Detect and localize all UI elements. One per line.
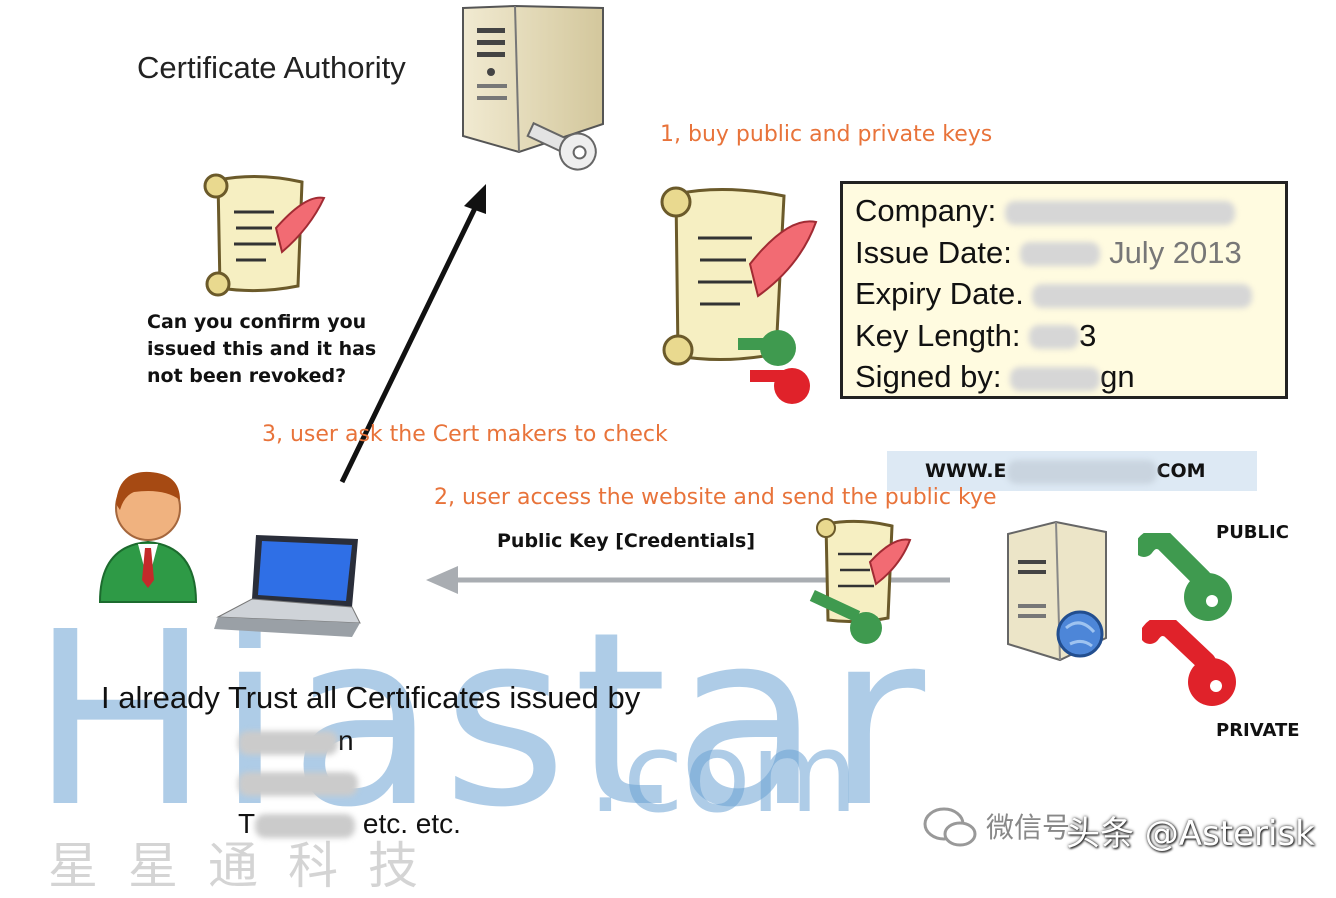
public-label: PUBLIC	[1216, 522, 1289, 543]
arrow-to-ca	[339, 184, 486, 484]
cert-signed-by-fragment: gn	[1100, 359, 1135, 394]
confirm-question-line-1: Can you confirm you	[147, 311, 367, 333]
cert-expiry-date-label: Expiry Date.	[855, 276, 1024, 311]
green-key-icon	[738, 330, 796, 366]
toutiao-watermark: 头条 @Asterisk	[1066, 814, 1315, 854]
redacted-domain	[1006, 459, 1157, 484]
certificate-details-box: Company: Issue Date: July 2013 Expiry Da…	[840, 181, 1288, 399]
redacted-expiry	[1032, 283, 1253, 308]
trusted-ca-item-2	[238, 766, 358, 798]
public-key-icon	[1138, 533, 1232, 621]
web-server-icon	[1007, 520, 1107, 662]
redacted-key-length	[1029, 325, 1080, 350]
confirm-question-line-2: issued this and it has	[147, 338, 377, 360]
trusted-ca-item-1-fragment: n	[338, 725, 354, 756]
cert-signed-by-label: Signed by:	[855, 359, 1002, 394]
ca-server-icon	[462, 4, 604, 171]
trusted-ca-item-3-fragment: T	[238, 808, 256, 839]
private-label: PRIVATE	[1216, 720, 1300, 741]
step-2-label: 2, user access the website and send the …	[434, 485, 997, 510]
trust-etc: etc. etc.	[362, 808, 461, 839]
redacted-issue-day	[1020, 242, 1101, 267]
watermark-hiastar: Hiastar	[30, 580, 932, 860]
private-key-icon	[1142, 620, 1236, 706]
redacted-company	[1004, 200, 1235, 225]
step-1-label: 1, buy public and private keys	[660, 122, 993, 147]
redacted-signer	[1010, 366, 1101, 391]
wechat-label: 微信号	[986, 812, 1071, 843]
red-key-icon	[750, 368, 810, 404]
laptop-icon	[214, 535, 361, 637]
globe-icon	[1056, 610, 1104, 658]
redacted-ca-2	[238, 771, 358, 796]
public-key-credentials-label: Public Key [Credentials]	[497, 530, 756, 552]
certificate-scroll-icon	[203, 173, 326, 297]
cert-issue-date-label: Issue Date:	[855, 234, 1012, 270]
cert-key-length-fragment: 3	[1079, 317, 1097, 353]
cert-company-row: Company:	[855, 190, 1285, 232]
cert-issue-date-row: Issue Date: July 2013	[855, 232, 1285, 274]
watermark-com: .com	[588, 709, 858, 837]
cert-issue-date-fragment: July 2013	[1109, 234, 1242, 270]
redacted-ca-1	[238, 730, 338, 755]
confirm-question-line-3: not been revoked?	[147, 365, 347, 387]
url-prefix: WWW.E	[925, 460, 1007, 482]
user-avatar-icon	[98, 471, 198, 603]
certificate-authority-title: Certificate Authority	[137, 50, 406, 85]
trusted-ca-item-1: n	[238, 725, 354, 757]
step-3-label: 3, user ask the Cert makers to check	[262, 422, 668, 447]
confirm-question: Can you confirm you issued this and it h…	[147, 309, 376, 390]
signed-certificate-scroll-icon	[660, 186, 818, 404]
redacted-ca-3	[255, 813, 356, 838]
wechat-icon	[923, 807, 977, 847]
website-url-bar: WWW.E COM	[887, 451, 1257, 491]
cert-signed-by-row: Signed by: gn	[855, 356, 1285, 398]
cert-key-length-label: Key Length:	[855, 317, 1021, 353]
cert-company-label: Company:	[855, 193, 997, 228]
watermark-chinese: 星星通科技	[48, 837, 448, 895]
cert-key-length-row: Key Length: 3	[855, 315, 1285, 357]
trusted-ca-item-3: T etc. etc.	[238, 808, 461, 840]
public-key-certificate-icon	[809, 518, 912, 644]
cert-expiry-date-row: Expiry Date.	[855, 273, 1285, 315]
trust-statement: I already Trust all Certificates issued …	[101, 680, 641, 715]
url-suffix: COM	[1156, 460, 1206, 482]
